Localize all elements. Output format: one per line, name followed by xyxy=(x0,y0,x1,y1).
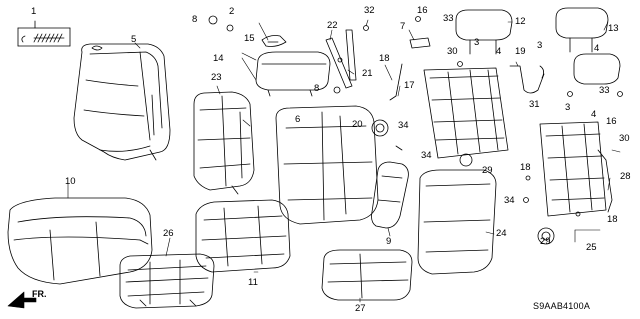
callout-part-4-upper: 4 xyxy=(496,46,502,57)
callout-part-8-lower: 8 xyxy=(314,83,320,94)
callout-part-26: 26 xyxy=(163,228,174,239)
fasteners xyxy=(208,15,623,217)
callout-part-7: 7 xyxy=(400,21,406,32)
callout-part-33-lower: 33 xyxy=(599,85,610,96)
callout-part-16-lower: 16 xyxy=(606,116,617,127)
lower-cushion xyxy=(321,249,413,301)
callout-part-4-lower: 4 xyxy=(591,109,597,120)
leader-lines xyxy=(67,19,621,303)
rear-seatback-panel xyxy=(417,169,497,275)
seatback-frame-right xyxy=(537,121,607,245)
release-cable xyxy=(509,65,545,94)
callout-part-27: 27 xyxy=(355,303,366,314)
callout-part-8: 8 xyxy=(192,14,198,25)
callout-part-18-mid: 18 xyxy=(520,162,531,173)
callout-part-31: 31 xyxy=(529,99,540,110)
left-seat-cushion xyxy=(7,197,153,285)
left-seatback xyxy=(73,43,171,161)
center-seat-cushion xyxy=(195,199,291,273)
callout-part-14: 14 xyxy=(213,53,224,64)
callout-part-23: 23 xyxy=(211,72,222,83)
headrest-right-top xyxy=(555,7,609,53)
callout-part-12: 12 xyxy=(515,16,526,27)
callout-part-24: 24 xyxy=(496,228,507,239)
seatback-frame-left xyxy=(423,67,509,167)
callout-part-34-upper: 34 xyxy=(398,120,409,131)
cushion-frame-small xyxy=(119,253,215,309)
callout-part-33-upper: 33 xyxy=(443,13,454,24)
callout-part-34-lower: 34 xyxy=(504,195,515,206)
callout-part-30-upper: 30 xyxy=(447,46,458,57)
callout-part-29-mid: 29 xyxy=(482,165,493,176)
callout-part-18-lower: 18 xyxy=(607,214,618,225)
hook-clip-set xyxy=(17,20,71,47)
diagram-code: S9AAB4100A xyxy=(533,301,591,311)
side-bolster xyxy=(371,161,409,229)
callout-part-16-upper: 16 xyxy=(417,5,428,16)
callout-part-3-upper: 3 xyxy=(474,37,480,48)
callout-part-22: 22 xyxy=(327,20,338,31)
callout-part-13: 13 xyxy=(608,23,619,34)
center-seatback xyxy=(275,105,379,225)
callout-part-28: 28 xyxy=(620,171,631,182)
callout-part-6: 6 xyxy=(295,114,301,125)
callout-part-34-mid: 34 xyxy=(421,150,432,161)
callout-part-1: 1 xyxy=(31,6,37,17)
callout-part-5: 5 xyxy=(131,34,137,45)
callout-part-20: 20 xyxy=(352,119,363,130)
callout-part-10: 10 xyxy=(65,176,76,187)
callout-part-17: 17 xyxy=(404,80,415,91)
callout-part-25: 25 xyxy=(586,242,597,253)
callout-part-29-lower: 29 xyxy=(540,236,551,247)
callout-part-2: 2 xyxy=(229,6,235,17)
middle-seatback xyxy=(193,91,255,195)
callout-part-11: 11 xyxy=(248,277,258,288)
front-direction-label: FR. xyxy=(32,289,47,299)
callout-part-4-mid: 4 xyxy=(594,43,600,54)
front-direction-arrow xyxy=(7,291,37,309)
headrest-right xyxy=(573,53,621,85)
callout-part-9: 9 xyxy=(386,236,392,247)
callout-part-32: 32 xyxy=(364,5,375,16)
armrest-assembly xyxy=(255,35,331,97)
callout-part-19: 19 xyxy=(515,46,526,57)
recliner-mechanism-left xyxy=(371,119,403,151)
headrest-center xyxy=(455,9,513,55)
link-rod-left xyxy=(389,37,431,101)
callout-part-3-mid: 3 xyxy=(537,40,543,51)
callout-part-18-upper: 18 xyxy=(379,53,390,64)
callout-part-3-lower: 3 xyxy=(565,102,571,113)
callout-part-15: 15 xyxy=(244,33,255,44)
callout-part-30-lower: 30 xyxy=(619,133,630,144)
callout-part-21: 21 xyxy=(362,68,373,79)
lock-rod-right xyxy=(597,149,613,213)
